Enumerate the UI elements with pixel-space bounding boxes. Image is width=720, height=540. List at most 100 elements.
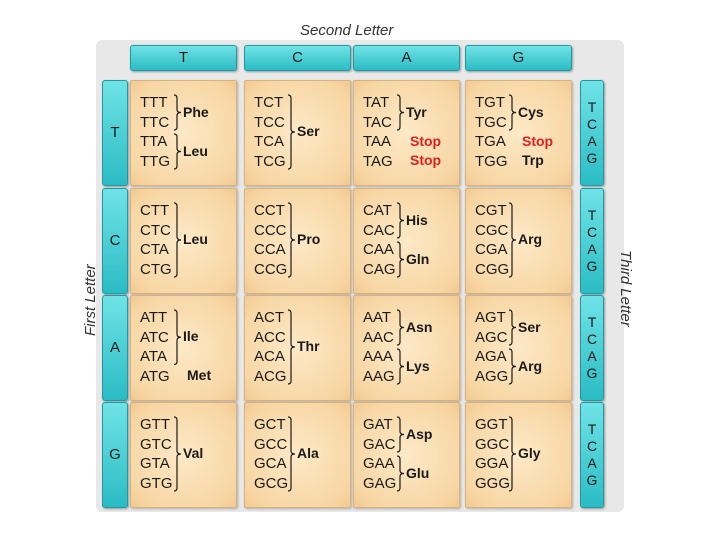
brace-mark <box>173 416 182 492</box>
codon: GTG <box>140 474 173 492</box>
codon: AAC <box>363 328 394 346</box>
amino-acid-label: His <box>406 211 428 228</box>
third-letter-C: C <box>586 331 598 347</box>
amino-acid-label: Pro <box>297 231 321 247</box>
codon-cell: ACT ACC ACA ACG Thr <box>244 295 351 401</box>
codon: TGT <box>475 94 505 111</box>
amino-acid-label: Glu <box>406 464 430 481</box>
codon: ACA <box>254 348 285 365</box>
brace-mark <box>508 348 517 385</box>
amino-acid-label: Gly <box>518 445 541 461</box>
amino-acid-label: Lys <box>406 357 430 374</box>
third-letter-G: G <box>586 365 598 381</box>
brace-mark <box>396 455 405 492</box>
codon: GCT <box>254 416 286 433</box>
brace-mark <box>508 202 517 278</box>
codon: ATG <box>140 367 170 385</box>
brace-mark <box>396 202 405 239</box>
codon: GCA <box>254 455 287 472</box>
codon: AGG <box>475 367 509 385</box>
third-letter-T: T <box>587 314 597 330</box>
brace-mark <box>396 309 405 346</box>
brace-mark <box>173 202 182 278</box>
codon: CTA <box>140 241 169 258</box>
third-letter-A: A <box>587 241 597 257</box>
second-letter-title: Second Letter <box>300 22 394 39</box>
codon: AGA <box>475 348 507 365</box>
codon: GGG <box>475 474 511 492</box>
brace-mark <box>173 94 182 131</box>
codon: GAA <box>363 455 395 472</box>
codon: TGA <box>475 133 506 150</box>
codon: TTC <box>140 113 170 131</box>
amino-acid-label: Arg <box>518 357 543 374</box>
third-letter-T: T <box>587 421 597 437</box>
codon: CCG <box>254 260 288 278</box>
brace-mark <box>396 94 405 131</box>
third-letter-G: G <box>586 258 598 274</box>
codon: AAA <box>363 348 394 365</box>
codon: ACG <box>254 367 287 385</box>
brace-mark <box>287 94 296 170</box>
amino-acid-label: Thr <box>297 338 320 354</box>
third-letter-T: T <box>587 207 597 223</box>
brace-mark <box>508 94 517 131</box>
codon: GTT <box>140 416 170 433</box>
stop-codon-label: Stop <box>522 132 554 149</box>
third-letter-T: T <box>587 99 597 115</box>
codon: ACC <box>254 328 286 346</box>
codon: CCA <box>254 241 286 258</box>
third-letter-G: G <box>586 472 598 488</box>
codon: TCA <box>254 133 284 150</box>
codon: GCC <box>254 435 288 453</box>
brace-mark <box>508 309 517 346</box>
codon: CGC <box>475 221 509 239</box>
codon: TAA <box>363 133 392 150</box>
codon: CAT <box>363 202 392 219</box>
stop-codon-label: Stop <box>410 132 442 149</box>
codon: AGT <box>475 309 506 326</box>
brace-mark <box>287 416 296 492</box>
codon: CGT <box>475 202 507 219</box>
codon: TAT <box>363 94 390 111</box>
amino-acid-label: Leu <box>183 231 208 247</box>
amino-acid-label: Val <box>183 445 204 461</box>
codon: GCG <box>254 474 289 492</box>
amino-acid-label: Ser <box>297 123 320 139</box>
codon: GGT <box>475 416 508 433</box>
codon: TCG <box>254 152 286 170</box>
codon: ATC <box>140 328 169 346</box>
brace-mark <box>396 241 405 278</box>
amino-acid-label: Trp <box>522 152 544 169</box>
first-letter-header-G: G <box>102 402 128 508</box>
codon: AAG <box>363 367 395 385</box>
brace-mark <box>396 416 405 453</box>
amino-acid-label: Asn <box>406 318 433 335</box>
codon: GAG <box>363 474 397 492</box>
codon-list: GCT GCC GCA GCG <box>254 415 288 493</box>
codon: ACT <box>254 309 284 326</box>
codon: TTG <box>140 152 170 170</box>
second-letter-header-A: A <box>353 45 460 71</box>
